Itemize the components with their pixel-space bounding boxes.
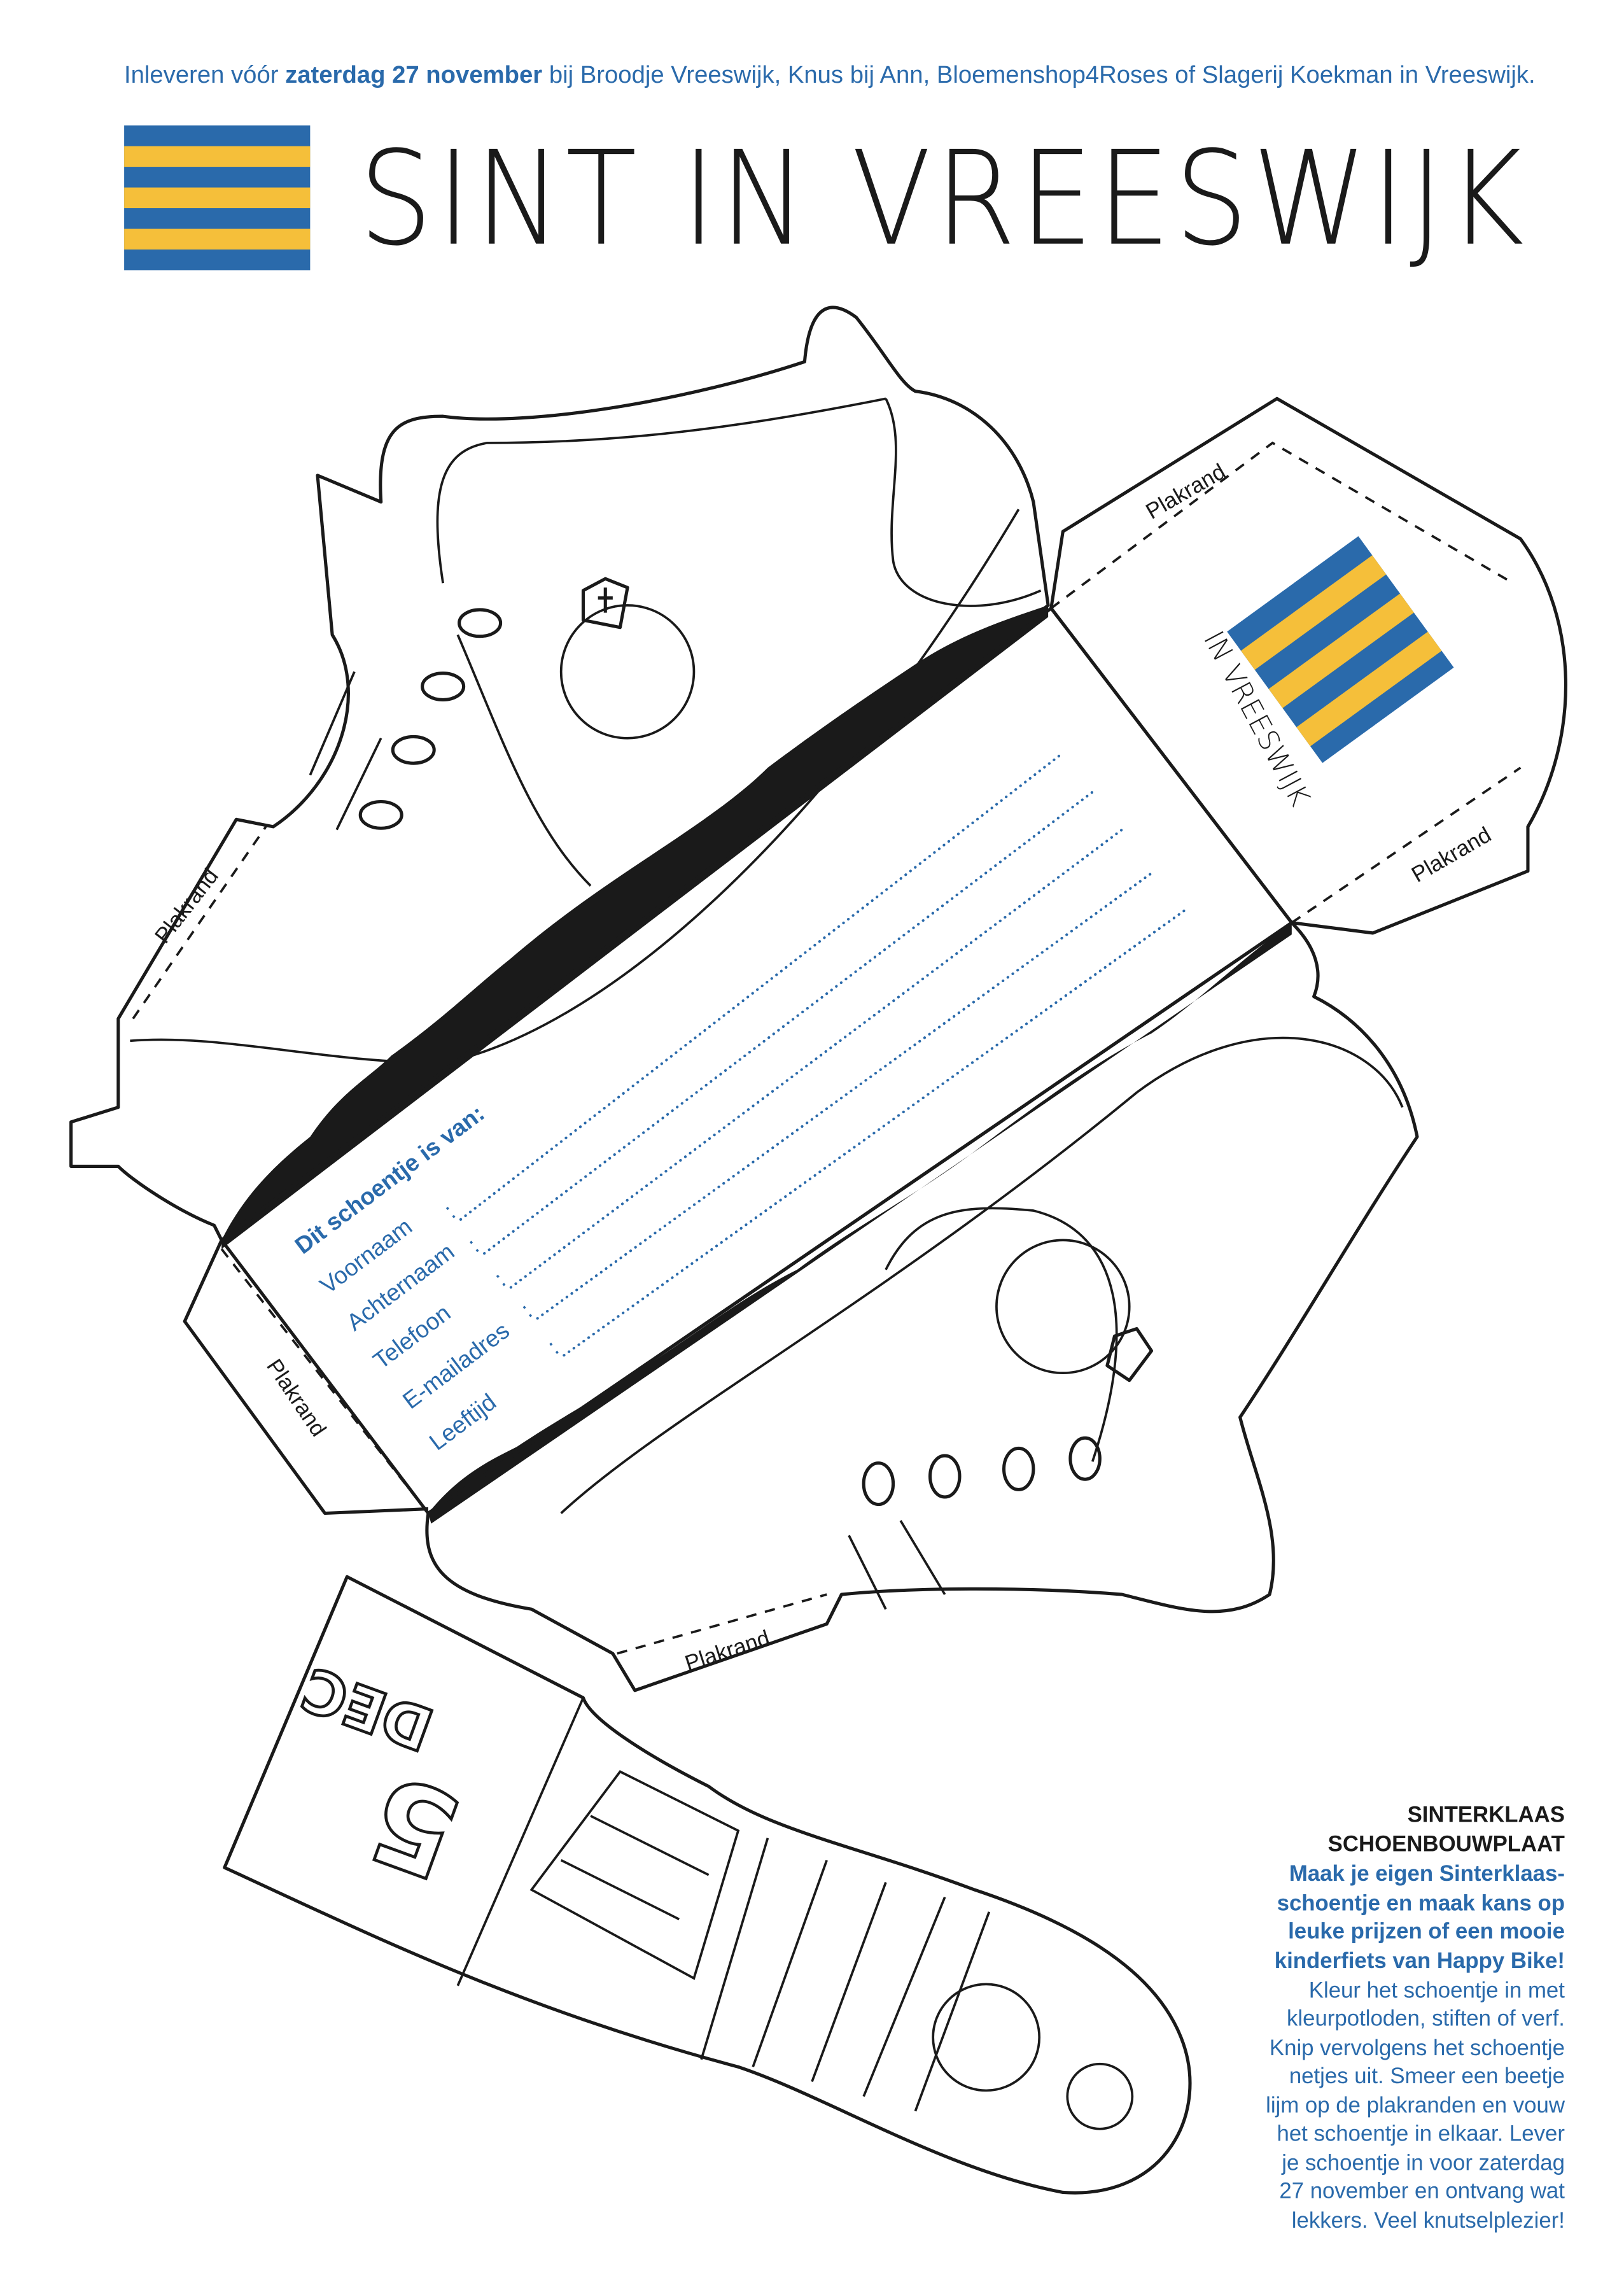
lace-holes xyxy=(309,608,503,831)
panel-body-line: Kleur het schoentje in met xyxy=(1309,1978,1565,2002)
page-title: SINT IN VREESWIJK xyxy=(359,124,1528,275)
panel-title-1: SINTERKLAAS xyxy=(1408,1803,1565,1827)
panel-body-line: Knip vervolgens het schoentje xyxy=(1270,2036,1565,2060)
panel-body-line: kleurpotloden, stiften of verf. xyxy=(1287,2006,1565,2030)
last-name-line[interactable] xyxy=(482,788,1097,1255)
panel-bold-line: kinderfiets van Happy Bike! xyxy=(1275,1949,1565,1973)
panel-body-line: lekkers. Veel knutselplezier! xyxy=(1292,2209,1565,2233)
field-colon: : xyxy=(542,1334,564,1360)
delivery-notice: Inleveren vóór zaterdag 27 november bij … xyxy=(124,61,1536,88)
sinterklaas-horse-illustration xyxy=(995,1239,1154,1382)
write-lines: ::::: xyxy=(439,751,1186,1360)
glue-tab-label: Plakrand xyxy=(1142,460,1229,524)
box-panel: Plakrand Plakrand IN VREESWIJK xyxy=(1049,397,1568,935)
panel-body-line: je schoentje in voor zaterdag xyxy=(1281,2151,1565,2176)
field-colon: : xyxy=(515,1297,537,1323)
lace-holes-lower xyxy=(848,1436,1102,1610)
field-label-age: Leeftijd xyxy=(424,1388,501,1456)
child-balloon-illustration xyxy=(932,1983,1134,2130)
field-colon: : xyxy=(463,1232,484,1258)
vreeswijk-flag-logo xyxy=(124,125,311,271)
panel-body-line: 27 november en ontvang wat xyxy=(1279,2179,1565,2204)
sole-date-month: DEC xyxy=(293,1654,442,1764)
glue-tab-label: Plakrand xyxy=(1408,822,1495,887)
panel-bold-line: leuke prijzen of een mooie xyxy=(1288,1920,1565,1944)
instructions-panel: SINTERKLAAS SCHOENBOUWPLAAT Maak je eige… xyxy=(1266,1803,1565,2233)
panel-body-line: het schoentje in elkaar. Lever xyxy=(1277,2121,1564,2146)
upper-shoe-left xyxy=(69,306,1050,1249)
glue-tab-label: Plakrand xyxy=(682,1626,773,1677)
panel-bold-line: schoentje en maak kans op xyxy=(1277,1891,1565,1915)
panel-body-line: lijm op de plakranden en vouw xyxy=(1266,2093,1565,2118)
age-line[interactable] xyxy=(563,910,1186,1357)
sinterklaas-illustration xyxy=(559,577,696,740)
panel-bold-line: Maak je eigen Sinterklaas- xyxy=(1289,1862,1565,1886)
sole-date-number: 5 xyxy=(353,1748,477,1905)
email-line[interactable] xyxy=(536,869,1156,1320)
lower-shoe-right xyxy=(425,921,1419,1692)
panel-body-line: netjes uit. Smeer een beetje xyxy=(1289,2064,1565,2088)
first-name-line[interactable] xyxy=(459,751,1065,1221)
box-flag-logo xyxy=(1227,536,1454,763)
panel-title-2: SCHOENBOUWPLAAT xyxy=(1328,1832,1565,1857)
field-colon: : xyxy=(439,1199,461,1224)
field-colon: : xyxy=(489,1266,510,1291)
phone-line[interactable] xyxy=(509,828,1124,1289)
bridge-illustration xyxy=(529,1770,740,1980)
